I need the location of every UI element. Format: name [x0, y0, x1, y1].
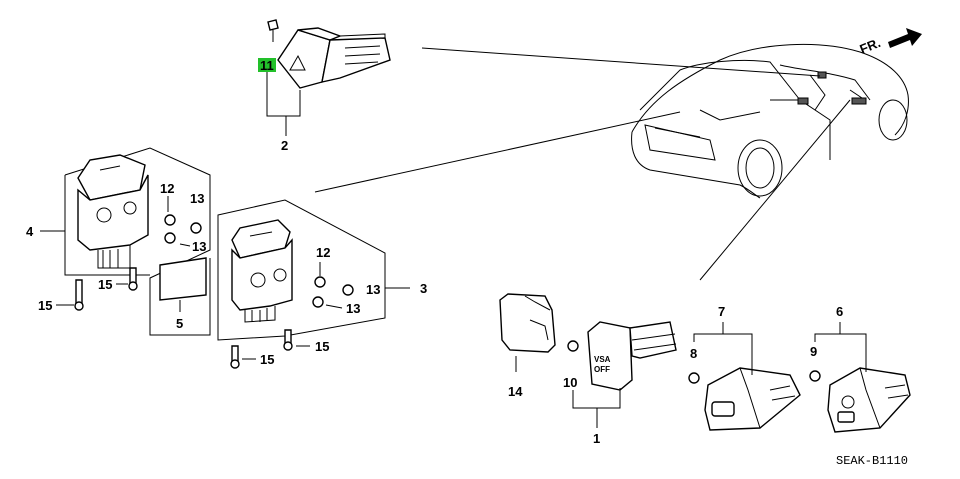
callout-9: 9 — [810, 344, 817, 359]
callout-13d: 13 — [346, 301, 360, 316]
car-illustration — [631, 43, 909, 199]
fr-label: FR. — [858, 35, 883, 57]
callout-13a: 13 — [190, 191, 204, 206]
leader-lines — [314, 47, 851, 281]
hazard-switch — [267, 19, 391, 89]
switch-cover — [499, 293, 556, 353]
callout-12a: 12 — [160, 181, 174, 196]
fasteners-right — [230, 262, 354, 369]
label-sheet — [159, 257, 207, 301]
callout-14: 14 — [508, 384, 523, 399]
callout-15c: 15 — [260, 352, 274, 367]
callout-8: 8 — [690, 346, 697, 361]
callout-10: 10 — [563, 375, 577, 390]
switch-panel-left — [77, 154, 149, 269]
vsa-text: VSA — [594, 355, 611, 364]
callout-3: 3 — [420, 281, 427, 296]
callout-13c: 13 — [366, 282, 380, 297]
callout-6: 6 — [836, 304, 843, 319]
fasteners-left — [74, 196, 202, 311]
off-text: OFF — [594, 365, 610, 374]
switch-panel-right — [231, 219, 293, 323]
front-direction-indicator: FR. — [858, 28, 922, 57]
callout-7: 7 — [718, 304, 725, 319]
callout-15a: 15 — [38, 298, 52, 313]
callout-1: 1 — [593, 431, 600, 446]
switch-7 — [688, 367, 801, 431]
hazard-triangle-icon — [289, 54, 306, 71]
callout-11: 11 — [258, 58, 276, 73]
callout-12b: 12 — [316, 245, 330, 260]
callout-5: 5 — [176, 316, 183, 331]
diagram-code: SEAK-B1110 — [836, 454, 908, 468]
highlight-box — [258, 58, 276, 72]
callout-13b: 13 — [192, 239, 206, 254]
svg-text:11: 11 — [260, 58, 274, 73]
callout-15d: 15 — [315, 339, 329, 354]
callout-2: 2 — [281, 138, 288, 153]
fr-arrow-icon — [888, 28, 922, 48]
switch-6 — [809, 367, 911, 433]
callout-4: 4 — [26, 224, 34, 239]
callout-15b: 15 — [98, 277, 112, 292]
vsa-off-switch: VSA OFF — [567, 321, 677, 391]
